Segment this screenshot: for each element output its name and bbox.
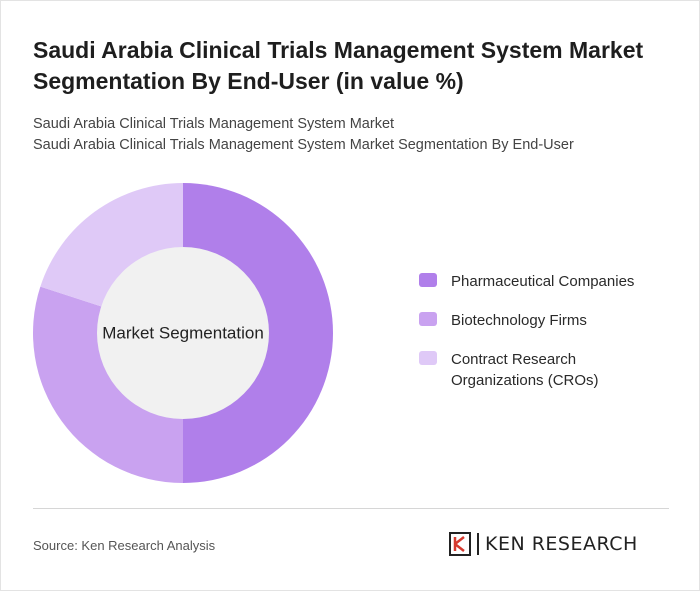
chart-title: Saudi Arabia Clinical Trials Management … — [33, 37, 644, 94]
logo-text: KEN RESEARCH — [485, 533, 638, 555]
source-note: Source: Ken Research Analysis — [33, 538, 216, 553]
legend-swatch — [419, 312, 437, 326]
legend-label: Contract Research Organizations (CROs) — [451, 351, 599, 389]
donut-center-label: Market Segmentation — [102, 324, 264, 343]
ken-research-k-logo-icon — [449, 532, 471, 556]
donut-center — [97, 247, 269, 419]
donut-chart: Market Segmentation — [32, 183, 333, 483]
chart-subtitle: Saudi Arabia Clinical Trials Management … — [33, 114, 673, 156]
logo-separator — [477, 533, 479, 555]
legend-item: Biotechnology Firms — [419, 310, 679, 331]
subtitle-line-1: Saudi Arabia Clinical Trials Management … — [33, 116, 395, 132]
legend-swatch — [419, 273, 437, 287]
legend-swatch — [419, 351, 437, 365]
legend-label: Pharmaceutical Companies — [451, 273, 635, 290]
footer-divider — [33, 508, 669, 509]
ken-research-logo: KEN RESEARCH — [449, 529, 638, 559]
legend-label: Biotechnology Firms — [451, 312, 587, 329]
legend-item: Contract Research Organizations (CROs) — [419, 349, 679, 391]
subtitle-line-2: Saudi Arabia Clinical Trials Management … — [33, 137, 574, 153]
legend-item: Pharmaceutical Companies — [419, 271, 679, 292]
